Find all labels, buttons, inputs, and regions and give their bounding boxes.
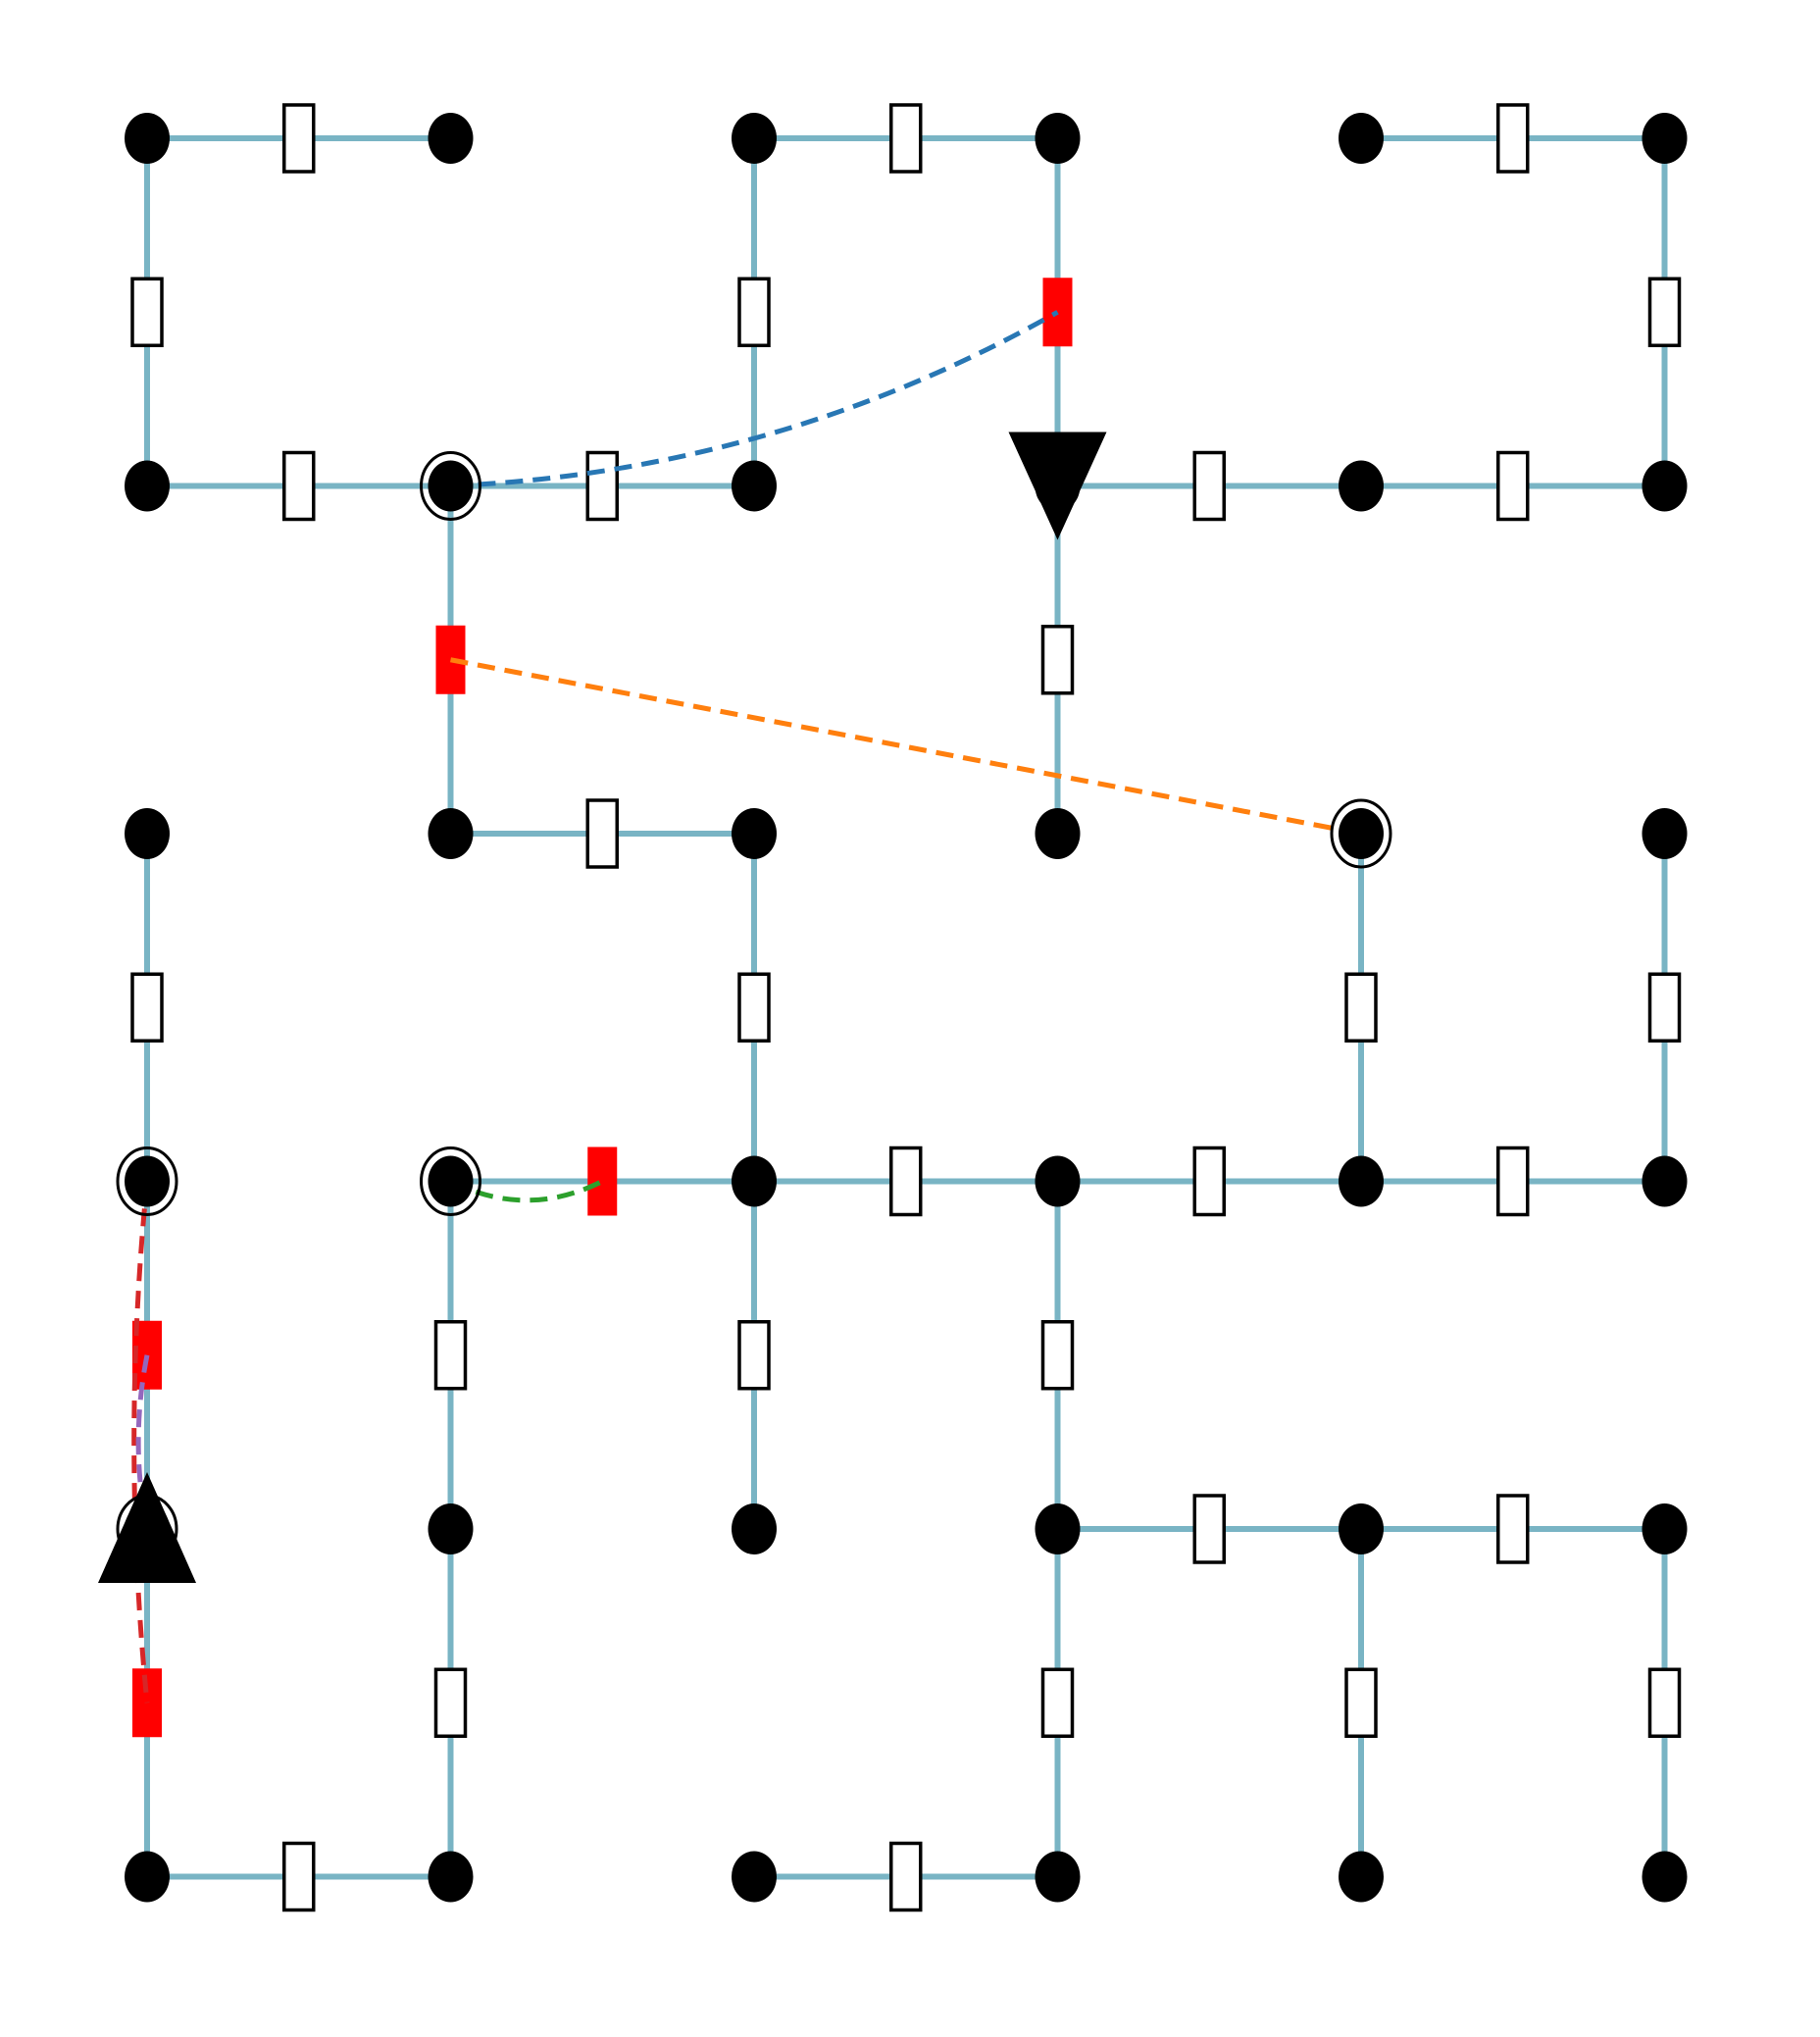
edge-label-box	[737, 277, 771, 347]
edge-label-box	[282, 450, 316, 522]
edge-label-box	[737, 1320, 771, 1391]
maze-node	[1339, 1155, 1384, 1207]
maze-node	[1642, 460, 1688, 512]
node-ring	[116, 1146, 178, 1216]
edge-label-box	[1496, 450, 1530, 522]
maze-node	[125, 113, 170, 164]
maze-node	[428, 1503, 474, 1554]
maze-node	[1339, 1503, 1384, 1554]
maze-node	[732, 1503, 777, 1554]
edge-label-box	[585, 450, 619, 522]
key-marker	[587, 1146, 618, 1216]
maze-node	[428, 1155, 474, 1207]
edges-layer	[144, 135, 1668, 1880]
edge-label-box	[1647, 277, 1682, 347]
maze-node	[125, 460, 170, 512]
edge-label-box	[1647, 972, 1682, 1043]
maze-node	[1642, 1503, 1688, 1554]
edge-label-box	[1344, 972, 1378, 1043]
edge-label-box	[889, 1841, 923, 1912]
edge-label-box	[1040, 1667, 1075, 1738]
triangles-layer	[98, 432, 1107, 1583]
edge-label-box	[130, 277, 164, 347]
maze-node	[1035, 808, 1081, 859]
blue-link	[450, 310, 1059, 488]
start-triangle	[1008, 432, 1107, 540]
maze-node	[1035, 1851, 1081, 1903]
edge-label-box	[585, 798, 619, 869]
edge-label-box	[889, 1146, 923, 1217]
maze-node	[1035, 113, 1081, 164]
maze-node	[1339, 808, 1384, 859]
edge-label-box	[1496, 1146, 1530, 1217]
edge-label-box	[1344, 1667, 1378, 1738]
goal-triangle	[98, 1472, 196, 1583]
maze-node	[1339, 460, 1384, 512]
maze-node	[125, 808, 170, 859]
red-link	[131, 1181, 150, 1704]
node-ring	[420, 451, 481, 521]
maze-node	[1339, 113, 1384, 164]
maze-node	[1642, 113, 1688, 164]
edge-label-box	[1192, 450, 1226, 522]
maze-node	[1339, 1851, 1384, 1903]
maze-node	[428, 113, 474, 164]
node-ring	[420, 1146, 481, 1216]
maze-node	[1035, 1503, 1081, 1554]
maze-node	[732, 1155, 777, 1207]
edge-label-box	[1647, 1667, 1682, 1738]
maze-node	[1642, 1851, 1688, 1903]
maze-node	[732, 460, 777, 512]
edge-label-box	[1496, 103, 1530, 174]
maze-node	[1035, 1155, 1081, 1207]
maze-node	[732, 808, 777, 859]
maze-node	[732, 1851, 777, 1903]
edge-label-box	[1040, 625, 1075, 695]
edge-label-box	[1192, 1494, 1226, 1564]
maze-node	[125, 1851, 170, 1903]
edge-labels-layer	[130, 103, 1682, 1912]
edge-label-box	[282, 1841, 316, 1912]
maze-node	[732, 113, 777, 164]
edge-label-box	[889, 103, 923, 174]
maze-node	[428, 1851, 474, 1903]
maze-node	[428, 460, 474, 512]
maze-node	[1642, 1155, 1688, 1207]
edge-label-box	[433, 1320, 468, 1391]
edge-label-box	[282, 103, 316, 174]
maze-node	[125, 1155, 170, 1207]
maze-node	[1642, 808, 1688, 859]
green-link	[449, 1179, 604, 1203]
edge-label-box	[433, 1667, 468, 1738]
edge-label-box	[1496, 1494, 1530, 1564]
node-ring	[1330, 798, 1392, 869]
maze-node	[428, 808, 474, 859]
nodes-layer	[116, 113, 1688, 1903]
edge-label-box	[1040, 1320, 1075, 1391]
edge-label-box	[130, 972, 164, 1043]
edge-label-box	[1192, 1146, 1226, 1217]
edge-label-box	[737, 972, 771, 1043]
